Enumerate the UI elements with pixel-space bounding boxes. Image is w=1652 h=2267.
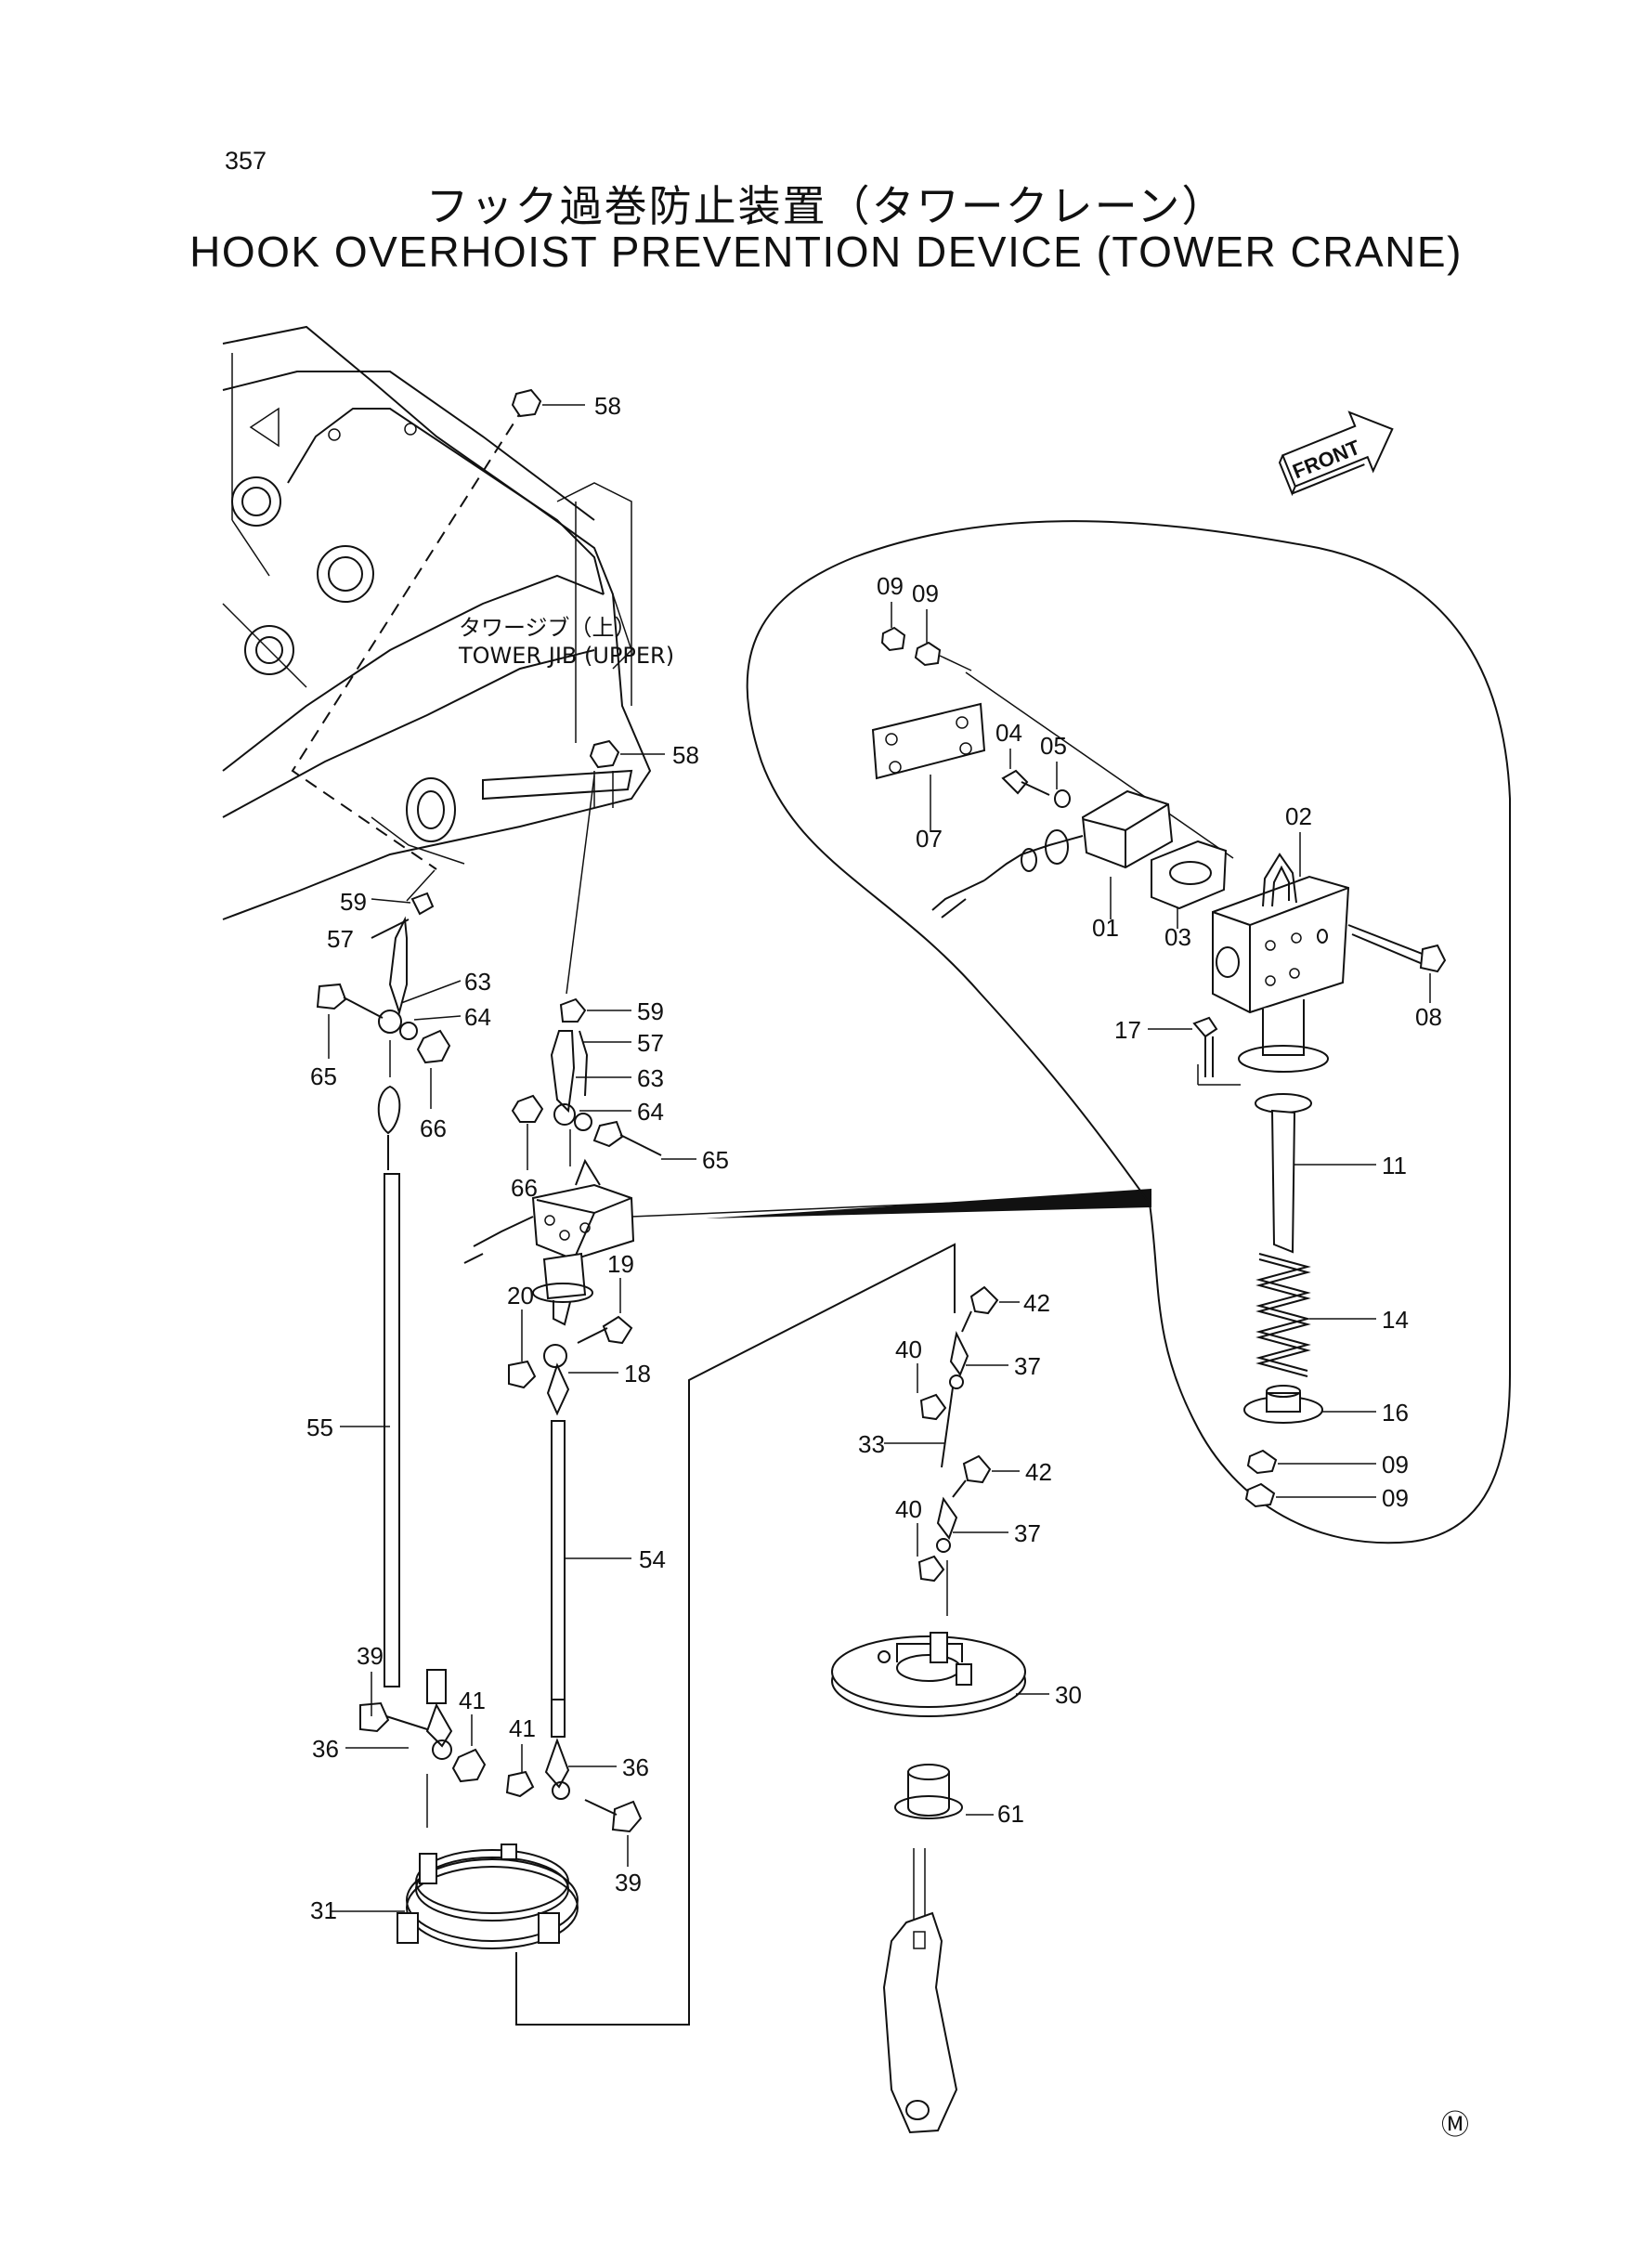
callout-40: 40 xyxy=(895,1335,922,1363)
callout-04: 04 xyxy=(995,719,1022,747)
callout-42: 42 xyxy=(1023,1289,1050,1317)
callout-41: 41 xyxy=(509,1714,536,1742)
callout-03: 03 xyxy=(1164,923,1191,951)
callout-09: 09 xyxy=(1382,1484,1409,1512)
callout-39: 39 xyxy=(357,1642,384,1670)
front-direction-arrow: FRONT xyxy=(1278,410,1394,497)
callout-40: 40 xyxy=(895,1495,922,1523)
callout-65: 65 xyxy=(310,1062,337,1090)
callout-42: 42 xyxy=(1025,1458,1052,1486)
callout-41: 41 xyxy=(459,1687,486,1714)
callout-58: 58 xyxy=(594,392,621,420)
left-rope-assembly xyxy=(316,892,487,1828)
ring-bracket-31 xyxy=(331,1243,956,2026)
middle-rope-assembly xyxy=(463,997,1152,1867)
callout-59: 59 xyxy=(340,888,367,916)
callout-37: 37 xyxy=(1014,1352,1041,1380)
tower-jib-label-en: TOWER JIB (UPPER) xyxy=(458,643,674,669)
leader-line xyxy=(406,869,436,902)
callout-09: 09 xyxy=(1382,1451,1409,1479)
callout-19: 19 xyxy=(607,1250,634,1278)
callout-66: 66 xyxy=(420,1114,447,1142)
callout-31: 31 xyxy=(310,1896,337,1924)
nut-58-upper xyxy=(511,388,585,418)
callout-30: 30 xyxy=(1055,1681,1082,1709)
callout-08: 08 xyxy=(1415,1003,1442,1031)
callout-54: 54 xyxy=(639,1545,666,1573)
callout-65: 65 xyxy=(702,1146,729,1174)
tower-jib-structure xyxy=(222,325,652,920)
callout-16: 16 xyxy=(1382,1399,1409,1427)
title-english: HOOK OVERHOIST PREVENTION DEVICE (TOWER … xyxy=(189,228,1463,276)
callout-59: 59 xyxy=(637,997,664,1025)
right-link-assembly xyxy=(831,1285,1049,2134)
callout-labels: 58 58 59 59 57 57 63 63 64 64 65 65 66 6… xyxy=(306,392,1442,1924)
callout-14: 14 xyxy=(1382,1306,1409,1334)
tower-jib-label-jp: タワージブ（上） xyxy=(459,615,637,641)
connector-wedge-line xyxy=(706,1189,1151,1218)
callout-36: 36 xyxy=(312,1735,339,1763)
callout-64: 64 xyxy=(637,1098,664,1126)
callout-37: 37 xyxy=(1014,1519,1041,1547)
callout-63: 63 xyxy=(464,968,491,996)
title-japanese: フック過巻防止装置（タワークレーン） xyxy=(425,181,1227,231)
routing-line-dashed xyxy=(291,405,526,870)
callout-33: 33 xyxy=(858,1430,885,1458)
callout-20: 20 xyxy=(507,1282,534,1309)
detail-callout-outline xyxy=(746,520,1511,1544)
callout-58: 58 xyxy=(672,741,699,769)
leader-line xyxy=(566,775,595,995)
callout-36: 36 xyxy=(622,1753,649,1781)
callout-63: 63 xyxy=(637,1064,664,1092)
m-mark: Ⓜ xyxy=(1441,2110,1469,2141)
callout-11: 11 xyxy=(1382,1152,1407,1179)
callout-07: 07 xyxy=(916,825,943,853)
callout-18: 18 xyxy=(624,1360,651,1388)
callout-01: 01 xyxy=(1092,914,1119,942)
callout-55: 55 xyxy=(306,1414,333,1441)
page-number: 357 xyxy=(225,147,267,175)
nut-58-lower xyxy=(589,739,665,769)
callout-09: 09 xyxy=(912,580,939,607)
callout-57: 57 xyxy=(327,925,354,953)
callout-02: 02 xyxy=(1285,802,1312,830)
callout-57: 57 xyxy=(637,1029,664,1057)
callout-61: 61 xyxy=(997,1800,1024,1828)
callout-17: 17 xyxy=(1114,1016,1141,1044)
callout-09: 09 xyxy=(877,572,904,600)
detail-assembly xyxy=(871,602,1447,1508)
callout-05: 05 xyxy=(1040,732,1067,760)
callout-39: 39 xyxy=(615,1869,642,1896)
callout-64: 64 xyxy=(464,1003,491,1031)
callout-66: 66 xyxy=(511,1174,538,1202)
